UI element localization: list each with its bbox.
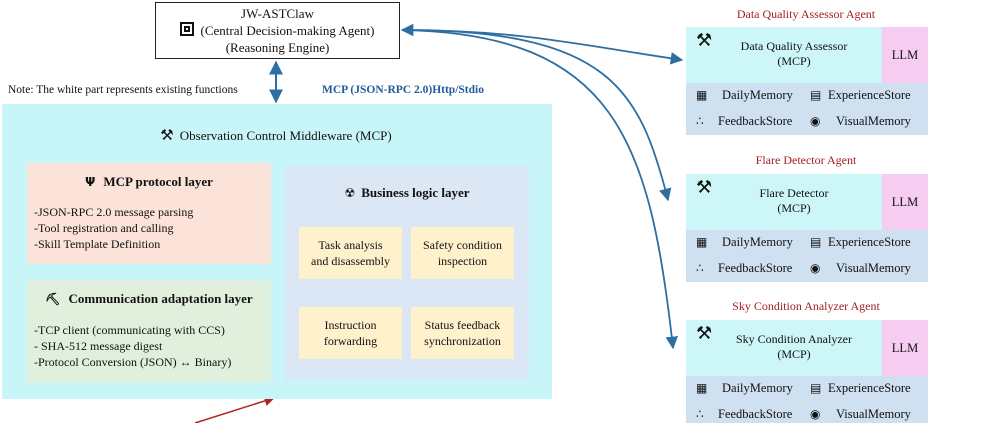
central-agent-box: JW-ASTClaw (Central Decision-making Agen… (155, 2, 400, 59)
llm-badge: LLM (882, 27, 928, 83)
store-label: ExperienceStore (828, 88, 911, 102)
arrow-to-flare (401, 29, 672, 202)
calendar-icon: ▦ (696, 381, 708, 395)
agent-name: Sky Condition Analyzer (736, 332, 852, 346)
bottom-red-arrow (194, 395, 276, 423)
calendar-icon: ▦ (696, 88, 708, 102)
protocol-layer-title-text: MCP protocol layer (103, 174, 213, 189)
agent-card-sky: ⚒ Sky Condition Analyzer (MCP) LLM ▦ Dai… (686, 320, 928, 423)
communication-layer-title: ⛏ Communication adaptation layer (27, 291, 271, 307)
task-line: and disassembly (311, 254, 390, 268)
agent-name: Flare Detector (759, 186, 829, 200)
communication-layer-item: - SHA-512 message digest (34, 339, 163, 353)
protocol-layer-title: Ψ MCP protocol layer (27, 174, 271, 190)
arrow-to-sky (401, 29, 679, 350)
agent-name: Data Quality Assessor (740, 39, 848, 53)
wrench-icon: ⚒ (696, 323, 713, 344)
business-layer-box: ☢ Business logic layer Task analysis and d… (285, 166, 529, 380)
store-label: FeedbackStore (718, 261, 793, 275)
store-label: DailyMemory (722, 381, 793, 395)
protocol-layer-item: -Tool registration and calling (34, 221, 174, 235)
calendar-icon: ▦ (696, 235, 708, 249)
mcp-protocol-label: MCP (JSON-RPC 2.0)Http/Stdio (322, 84, 484, 96)
llm-badge: LLM (882, 320, 928, 376)
central-agent-role: (Central Decision-making Agent) (200, 23, 375, 38)
eye-icon: ◉ (810, 261, 821, 275)
wrench-icon: ⚒ (696, 177, 713, 198)
plug-icon: ⛏ (45, 292, 61, 306)
task-line: inspection (437, 254, 488, 268)
agent-name-block: Sky Condition Analyzer (MCP) (706, 332, 882, 362)
communication-layer-title-text: Communication adaptation layer (68, 291, 253, 306)
agent-name-block: Flare Detector (MCP) (706, 186, 882, 216)
mcp-title-text: Observation Control Middleware (MCP) (179, 128, 392, 143)
agent-label: Flare Detector Agent (755, 153, 857, 167)
agent-head: ⚒ Sky Condition Analyzer (MCP) (686, 320, 882, 376)
book-icon: ▤ (810, 235, 822, 249)
agent-head: ⚒ Flare Detector (MCP) (686, 174, 882, 230)
book-icon: ▤ (810, 381, 822, 395)
communication-layer-box: ⛏ Communication adaptation layer -TCP cli… (27, 280, 271, 382)
share-icon: ∴ (696, 114, 704, 128)
store-label: ExperienceStore (828, 381, 911, 395)
llm-badge: LLM (882, 174, 928, 230)
wrench-icon: ⚒ (160, 126, 174, 144)
eye-icon: ◉ (810, 407, 821, 421)
protocol-layer-item: -Skill Template Definition (34, 237, 161, 251)
agent-name-block: Data Quality Assessor (MCP) (706, 39, 882, 69)
protocol-layer-box: Ψ MCP protocol layer -JSON-RPC 2.0 messag… (27, 163, 271, 264)
protocol-layer-item: -JSON-RPC 2.0 message parsing (34, 205, 194, 219)
share-icon: ∴ (696, 407, 704, 421)
store-label: ExperienceStore (828, 235, 911, 249)
store-label: FeedbackStore (718, 114, 793, 128)
task-line: synchronization (424, 334, 501, 348)
central-agent-name: JW-ASTClaw (241, 6, 314, 21)
agent-store-panel: ▦ DailyMemory ▤ ExperienceStore ∴ Feedba… (686, 376, 928, 423)
agent-sub: (MCP) (777, 347, 811, 361)
communication-layer-item: -TCP client (communicating with CCS) (34, 323, 225, 337)
task-line: Safety condition (423, 238, 502, 252)
central-agent-engine: (Reasoning Engine) (225, 40, 330, 55)
store-label: DailyMemory (722, 88, 793, 102)
protocol-layer-list: -JSON-RPC 2.0 message parsing -Tool regi… (34, 204, 193, 252)
book-icon: ▤ (810, 88, 822, 102)
agent-sub: (MCP) (777, 201, 811, 215)
agent-sub: (MCP) (777, 54, 811, 68)
biohazard-icon: ☢ (344, 186, 356, 200)
eye-icon: ◉ (810, 114, 821, 128)
task-line: Status feedback (424, 318, 501, 332)
task-line: forwarding (323, 334, 378, 348)
agent-head: ⚒ Data Quality Assessor (MCP) (686, 27, 882, 83)
store-label: DailyMemory (722, 235, 793, 249)
task-box: Task analysis and disassembly (299, 227, 402, 279)
wrench-icon: ⚒ (696, 30, 713, 51)
share-icon: ∴ (696, 261, 704, 275)
communication-layer-item: -Protocol Conversion (JSON) ↔ Binary) (34, 355, 232, 369)
task-box: Safety condition inspection (411, 227, 514, 279)
agent-card-flare: ⚒ Flare Detector (MCP) LLM ▦ DailyMemory… (686, 174, 928, 282)
agent-label: Sky Condition Analyzer Agent (732, 299, 880, 313)
agent-store-panel: ▦ DailyMemory ▤ ExperienceStore ∴ Feedba… (686, 230, 928, 282)
store-label: VisualMemory (836, 407, 911, 421)
task-line: Task analysis (318, 238, 383, 252)
agent-store-panel: ▦ DailyMemory ▤ ExperienceStore ∴ Feedba… (686, 83, 928, 135)
store-label: VisualMemory (836, 114, 911, 128)
task-line: Instruction (324, 318, 377, 332)
agent-label: Data Quality Assessor Agent (736, 7, 876, 21)
store-label: FeedbackStore (718, 407, 793, 421)
usb-icon: Ψ (85, 175, 96, 189)
task-box: Instruction forwarding (299, 307, 402, 359)
business-layer-title: ☢ Business logic layer (285, 185, 529, 201)
mcp-title: ⚒ Observation Control Middleware (MCP) (0, 126, 552, 144)
agent-card-data-quality: ⚒ Data Quality Assessor (MCP) LLM ▦ Dail… (686, 27, 928, 135)
business-layer-title-text: Business logic layer (361, 185, 470, 200)
communication-layer-list: -TCP client (communicating with CCS) - S… (34, 322, 231, 370)
note-text: Note: The white part represents existing… (8, 84, 238, 96)
cpu-icon (180, 22, 195, 36)
store-label: VisualMemory (836, 261, 911, 275)
task-box: Status feedback synchronization (411, 307, 514, 359)
